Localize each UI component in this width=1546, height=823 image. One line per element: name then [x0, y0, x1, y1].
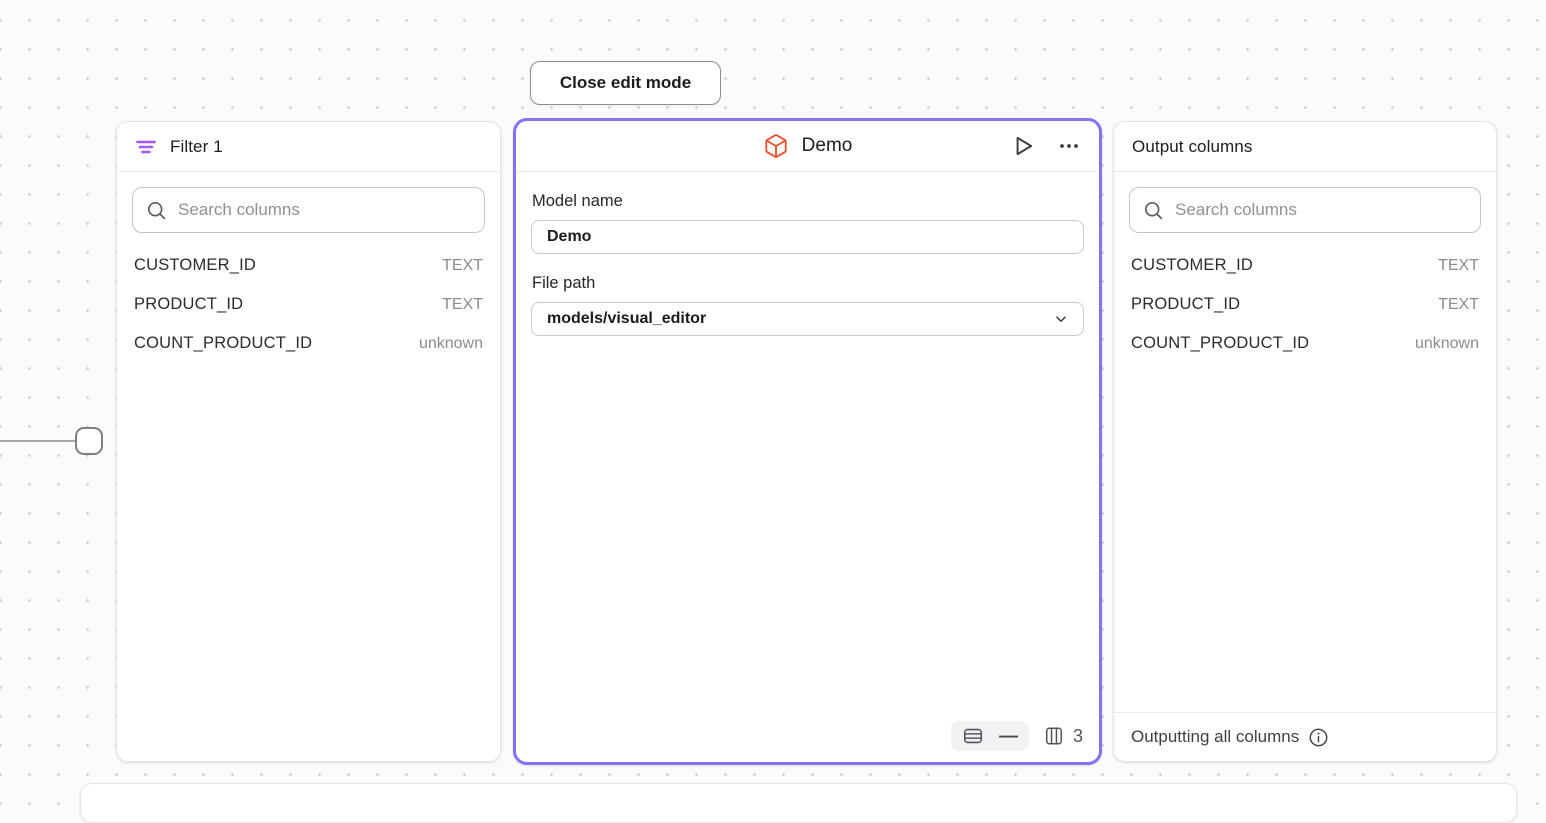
chevron-down-icon — [1052, 310, 1070, 328]
column-type: TEXT — [442, 256, 483, 274]
output-panel-header: Output columns — [1114, 122, 1496, 172]
row-count-pill[interactable]: — — [950, 721, 1029, 751]
close-edit-mode-button[interactable]: Close edit mode — [530, 61, 721, 105]
filter-column-list: CUSTOMER_ID TEXT PRODUCT_ID TEXT COUNT_P… — [132, 246, 485, 363]
model-node-panel[interactable]: Demo Model name — [513, 118, 1102, 765]
model-panel-header: Demo — [516, 121, 1099, 172]
columns-icon — [1044, 725, 1064, 747]
connector-edge — [0, 440, 77, 442]
column-type: unknown — [418, 334, 483, 352]
column-name: CUSTOMER_ID — [134, 256, 256, 274]
filter-search-box[interactable] — [132, 187, 485, 233]
file-path-value: models/visual_editor — [547, 310, 707, 327]
column-type: TEXT — [1438, 256, 1479, 274]
filter-icon — [135, 136, 157, 158]
model-name-input[interactable] — [531, 220, 1084, 254]
column-count-value: 3 — [1072, 725, 1083, 746]
output-search-box[interactable] — [1129, 187, 1481, 233]
run-model-button[interactable] — [1008, 131, 1038, 161]
column-row[interactable]: CUSTOMER_ID TEXT — [1129, 246, 1481, 285]
column-row[interactable]: COUNT_PRODUCT_ID unknown — [132, 324, 485, 363]
results-panel-edge[interactable] — [80, 783, 1517, 823]
column-count-group[interactable]: 3 — [1044, 725, 1083, 747]
filter-panel-body: CUSTOMER_ID TEXT PRODUCT_ID TEXT COUNT_P… — [117, 172, 500, 761]
output-panel-title: Output columns — [1132, 136, 1253, 156]
output-panel-footer: Outputting all columns — [1114, 712, 1496, 761]
search-icon — [146, 200, 167, 221]
info-icon[interactable] — [1308, 727, 1329, 748]
column-type: unknown — [1414, 334, 1479, 352]
output-column-list: CUSTOMER_ID TEXT PRODUCT_ID TEXT COUNT_P… — [1129, 246, 1481, 363]
model-cube-icon — [763, 133, 789, 159]
row-count-value: — — [998, 725, 1018, 747]
column-row[interactable]: COUNT_PRODUCT_ID unknown — [1129, 324, 1481, 363]
model-name-label: Model name — [532, 192, 623, 210]
output-search-input[interactable] — [1175, 200, 1467, 220]
file-path-select[interactable]: models/visual_editor — [531, 302, 1084, 336]
rows-icon — [962, 725, 984, 747]
column-name: PRODUCT_ID — [134, 295, 244, 313]
filter-panel-header: Filter 1 — [117, 122, 500, 172]
filter-node-panel[interactable]: Filter 1 CUSTOMER_ID TEXT PRODUCT_ID TEX… — [116, 121, 501, 762]
model-stats-bar: — 3 — [950, 721, 1083, 751]
outputting-all-columns-text: Outputting all columns — [1131, 727, 1300, 746]
filter-panel-title: Filter 1 — [170, 136, 223, 156]
column-type: TEXT — [442, 295, 483, 313]
output-columns-panel[interactable]: Output columns CUSTOMER_ID TEXT PRODUCT_… — [1113, 121, 1497, 762]
column-name: PRODUCT_ID — [1131, 295, 1241, 313]
column-type: TEXT — [1438, 295, 1479, 313]
search-icon — [1143, 200, 1164, 221]
output-panel-body: CUSTOMER_ID TEXT PRODUCT_ID TEXT COUNT_P… — [1114, 172, 1496, 712]
model-panel-body: Model name File path models/visual_edito… — [516, 172, 1099, 762]
model-panel-title: Demo — [801, 135, 853, 156]
column-name: CUSTOMER_ID — [1131, 256, 1253, 274]
model-header-controls — [1008, 121, 1083, 171]
more-options-button[interactable] — [1055, 132, 1083, 160]
connector-handle[interactable] — [75, 427, 103, 455]
column-name: COUNT_PRODUCT_ID — [1131, 334, 1310, 352]
column-row[interactable]: PRODUCT_ID TEXT — [1129, 285, 1481, 324]
play-icon — [1010, 133, 1036, 159]
column-row[interactable]: CUSTOMER_ID TEXT — [132, 246, 485, 285]
ellipsis-icon — [1057, 134, 1081, 158]
column-row[interactable]: PRODUCT_ID TEXT — [132, 285, 485, 324]
file-path-label: File path — [532, 274, 596, 292]
column-name: COUNT_PRODUCT_ID — [134, 334, 313, 352]
filter-search-input[interactable] — [178, 200, 471, 220]
